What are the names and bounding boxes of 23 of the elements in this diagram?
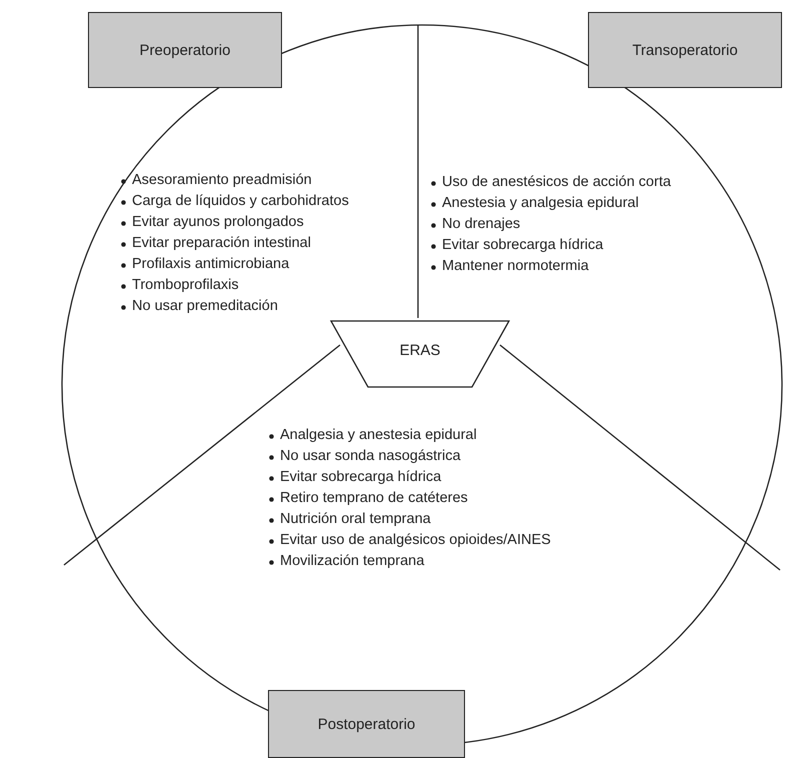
list-item: Mantener normotermia <box>442 258 589 274</box>
list-item: Evitar preparación intestinal <box>132 235 311 251</box>
list-item: Profilaxis antimicrobiana <box>132 256 290 272</box>
list-item: Evitar ayunos prolongados <box>132 214 304 230</box>
list-item: Carga de líquidos y carbohidratos <box>132 193 349 209</box>
list-item: Uso de anestésicos de acción corta <box>442 174 671 190</box>
list-item: Evitar sobrecarga hídrica <box>280 469 442 485</box>
list-item: Analgesia y anestesia epidural <box>280 427 477 443</box>
list-item: Evitar sobrecarga hídrica <box>442 237 604 253</box>
list-item: Asesoramiento preadmisión <box>132 172 312 188</box>
list-item: Anestesia y analgesia epidural <box>442 195 639 211</box>
list-item: Nutrición oral temprana <box>280 511 431 527</box>
list-item: Tromboprofilaxis <box>132 277 239 293</box>
list-item: Retiro temprano de catéteres <box>280 490 468 506</box>
list-item: Evitar uso de analgésicos opioides/AINES <box>280 532 551 548</box>
list-item: Movilización temprana <box>280 553 424 569</box>
list-item: No drenajes <box>442 216 520 232</box>
phase-header-box: Preoperatorio <box>88 12 282 88</box>
list-item: No usar sonda nasogástrica <box>280 448 461 464</box>
phase-header-box: Postoperatorio <box>268 690 465 758</box>
center-label: ERAS <box>398 342 442 359</box>
phase-header-box: Transoperatorio <box>588 12 782 88</box>
list-item: No usar premeditación <box>132 298 278 314</box>
